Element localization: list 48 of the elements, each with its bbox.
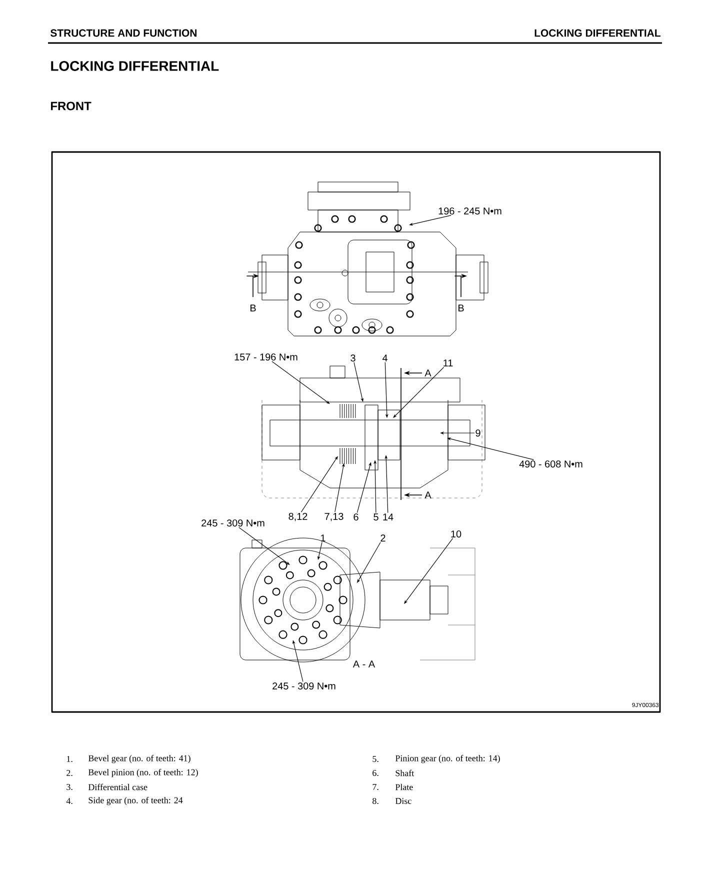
section-label: A bbox=[424, 492, 432, 498]
list-number: 7. bbox=[372, 784, 378, 790]
callout-number: 9 bbox=[476, 429, 480, 437]
list-item: Pinion gear (no. of teeth: 14) bbox=[395, 754, 500, 764]
list-item: Disc bbox=[395, 798, 412, 804]
callout-number: 2 bbox=[380, 534, 386, 542]
callout-number: 7,13 bbox=[324, 512, 344, 522]
list-number: 3. bbox=[66, 784, 72, 790]
torque-label: 196 - 245 N•m bbox=[438, 207, 502, 215]
list-number: 2. bbox=[66, 770, 72, 776]
callout-number: 4 bbox=[382, 354, 388, 362]
list-item: Shaft bbox=[396, 770, 414, 776]
leader-line bbox=[300, 456, 338, 512]
view-label: A - A bbox=[352, 660, 376, 668]
callout-number: 14 bbox=[383, 514, 394, 520]
leader-line bbox=[404, 538, 454, 604]
header-text: LOCKING DIFFERENTIAL bbox=[534, 29, 660, 37]
list-number: 1. bbox=[66, 756, 72, 762]
section-label: B bbox=[458, 304, 464, 312]
title: LOCKING DIFFERENTIAL bbox=[51, 61, 219, 71]
section-label: B bbox=[250, 304, 256, 312]
list-number: 8. bbox=[372, 798, 378, 804]
torque-label: 245 - 309 N•m bbox=[202, 519, 264, 527]
list-number: 5. bbox=[372, 756, 378, 762]
list-item: Plate bbox=[395, 784, 413, 790]
section-label: A bbox=[424, 370, 432, 376]
list-item: Differential case bbox=[88, 784, 148, 790]
leader-line bbox=[393, 366, 444, 418]
torque-label: 157 - 196 N•m bbox=[234, 353, 298, 361]
leader-line bbox=[238, 527, 290, 565]
callout-number: 8,12 bbox=[288, 512, 308, 522]
callout-number: 1 bbox=[321, 534, 326, 542]
callout-number: 6 bbox=[354, 513, 358, 521]
header-text: STRUCTURE AND FUNCTION bbox=[50, 29, 196, 37]
list-item: Bevel pinion (no. of teeth: 12) bbox=[88, 768, 198, 778]
callout-number: 11 bbox=[444, 360, 453, 366]
torque-label: 490 - 608 N•m bbox=[519, 460, 582, 468]
list-number: 4. bbox=[66, 798, 72, 804]
leader-line bbox=[357, 542, 381, 583]
subtitle: FRONT bbox=[51, 102, 92, 110]
callout-number: 3 bbox=[350, 354, 356, 362]
list-item: Side gear (no. of teeth: 24 bbox=[88, 796, 183, 806]
list-number: 6. bbox=[372, 770, 378, 776]
callout-number: 5 bbox=[374, 514, 378, 520]
leader-line bbox=[272, 361, 330, 404]
list-item: Bevel gear (no. of teeth: 41) bbox=[88, 754, 190, 764]
callout-number: 10 bbox=[451, 530, 462, 538]
torque-label: 245 - 309 N•m bbox=[272, 682, 336, 690]
